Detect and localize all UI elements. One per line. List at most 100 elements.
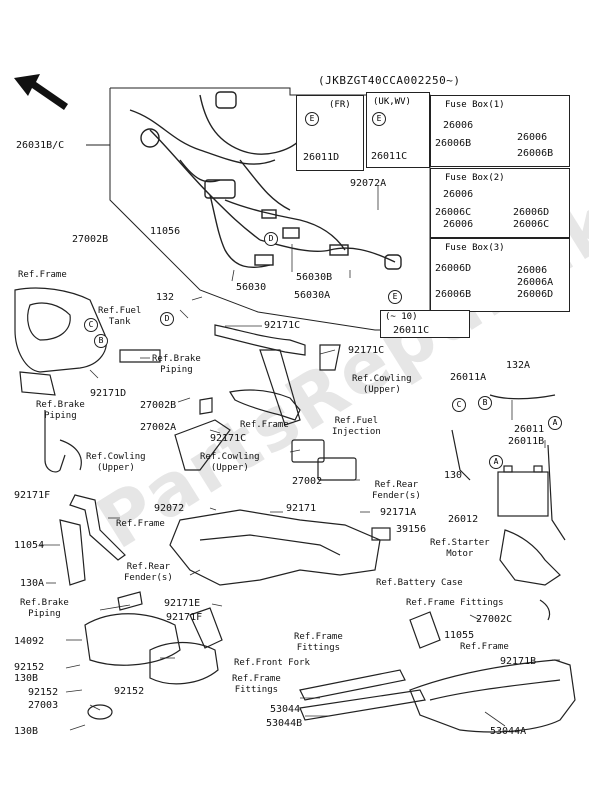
fuse1-right-0: 26006 [517,132,548,143]
label-26011a: 26011A [450,372,487,383]
label-56030a: 56030A [294,290,331,301]
label-11055: 11055 [444,630,475,641]
ref-brake-piping-1: Ref.Brake Piping [152,354,201,375]
ref-frame-1: Ref.Frame [18,270,67,280]
label-92171f: 92171F [14,490,51,501]
callout-e-ukwv: E [372,112,386,126]
fuse2-left-2: 26006 [443,219,474,230]
fuse1-right-1: 26006B [517,148,554,159]
wiring-harness [129,91,402,270]
label-53044b: 53044B [266,718,303,729]
box-to10-part: 26011C [393,325,430,336]
label-26011: 26011 [514,424,545,435]
ref-cowling-upper-3: Ref.Cowling (Upper) [200,452,260,473]
fuse-box-2: Fuse Box(2) 26006 26006C 26006 26006D 26… [430,168,570,238]
label-27003: 27003 [28,700,59,711]
fuse2-right-0: 26006D [513,207,550,218]
ref-frame-2: Ref.Frame [240,420,289,430]
label-26012: 26012 [448,514,479,525]
label-27002c: 27002C [476,614,513,625]
frame-fittings-sketch [299,599,576,733]
label-27002b-2: 27002B [140,400,177,411]
ref-front-fork: Ref.Front Fork [234,658,310,668]
fuse-box-1: Fuse Box(1) 26006 26006B 26006 26006B [430,95,570,167]
label-27002a: 27002A [140,422,177,433]
callout-a-right: A [548,416,562,430]
label-11054: 11054 [14,540,45,551]
label-92171c-3: 92171C [210,433,247,444]
label-92171c-1: 92171C [264,320,301,331]
label-26031bc: 26031B/C [16,140,65,151]
label-130b-1: 130B [14,673,39,684]
ref-brake-piping-3: Ref.Brake Piping [20,598,69,619]
ref-cowling-upper-2: Ref.Cowling (Upper) [86,452,146,473]
label-92152-2: 92152 [28,687,59,698]
box-fr-title: (FR) [329,100,351,110]
label-92072: 92072 [154,503,185,514]
fuse3-right-0: 26006 [517,265,548,276]
label-92171d: 92171D [90,388,127,399]
ref-frame-4: Ref.Frame [460,642,509,652]
box-fr-part: 26011D [303,152,340,163]
label-92171c-2: 92171C [348,345,385,356]
ref-frame-fittings-3: Ref.Frame Fittings [294,632,343,653]
label-56030b: 56030B [296,272,333,283]
ref-rear-fender-1: Ref.Rear Fender(s) [372,480,421,501]
fuse-box-2-title: Fuse Box(2) [445,173,505,183]
fuse1-left-0: 26006 [443,120,474,131]
box-to10: (~ 10) 26011C [380,310,470,338]
callout-c-frame: C [84,318,98,332]
label-132: 132 [156,292,175,303]
fuse2-left-0: 26006 [443,189,474,200]
ref-frame-3: Ref.Frame [116,519,165,529]
fuse2-left-1: 26006C [435,207,472,218]
ref-cowling-upper-1: Ref.Cowling (Upper) [352,374,412,395]
callout-a-battery: A [489,455,503,469]
label-56030: 56030 [236,282,267,293]
label-130b-2: 130B [14,726,39,737]
fuse3-right-1: 26006A [517,277,554,288]
box-ukwv: (UK,WV) 26011C [366,92,430,168]
callout-e-harness: E [388,290,402,304]
ref-starter-motor: Ref.Starter Motor [430,538,490,559]
ref-frame-fittings-2: Ref.Frame Fittings [232,674,281,695]
label-130a: 130A [20,578,45,589]
callout-d-harness: D [264,232,278,246]
label-92171b: 92171B [500,656,537,667]
ref-fuel-injection: Ref.Fuel Injection [332,416,381,437]
label-132a: 132A [506,360,531,371]
box-fr: (FR) 26011D [296,95,364,171]
ref-brake-piping-2: Ref.Brake Piping [36,400,85,421]
callout-d-tank: D [160,312,174,326]
fuse-box-1-title: Fuse Box(1) [445,100,505,110]
callout-b-right: B [478,396,492,410]
label-53044: 53044 [270,704,301,715]
frame-sketch-left [14,287,161,586]
label-92171a: 92171A [380,507,417,518]
ref-rear-fender-2: Ref.Rear Fender(s) [124,562,173,583]
fuse3-left-0: 26006D [435,263,472,274]
label-92152-1: 92152 [14,662,45,673]
front-direction-arrow-icon [14,74,68,110]
box-to10-title: (~ 10) [385,312,418,322]
callout-b-frame: B [94,334,108,348]
label-92171f-2: 92171F [166,612,203,623]
label-27002: 27002 [292,476,323,487]
fuse-box-3: Fuse Box(3) 26006D 26006B 26006 26006A 2… [430,238,570,312]
front-fork-sketch [84,591,223,720]
label-11056: 11056 [150,226,181,237]
label-92171e: 92171E [164,598,201,609]
center-brackets [169,324,391,586]
serial-number: (JKBZGT40CCA002250~) [318,74,461,87]
callout-c-right: C [452,398,466,412]
fuse1-left-1: 26006B [435,138,472,149]
battery-sketch [451,394,566,586]
fuse3-left-1: 26006B [435,289,472,300]
label-92152-3: 92152 [114,686,145,697]
callout-e-fr: E [305,112,319,126]
label-53044a: 53044A [490,726,527,737]
box-ukwv-title: (UK,WV) [373,97,411,107]
box-ukwv-part: 26011C [371,151,408,162]
